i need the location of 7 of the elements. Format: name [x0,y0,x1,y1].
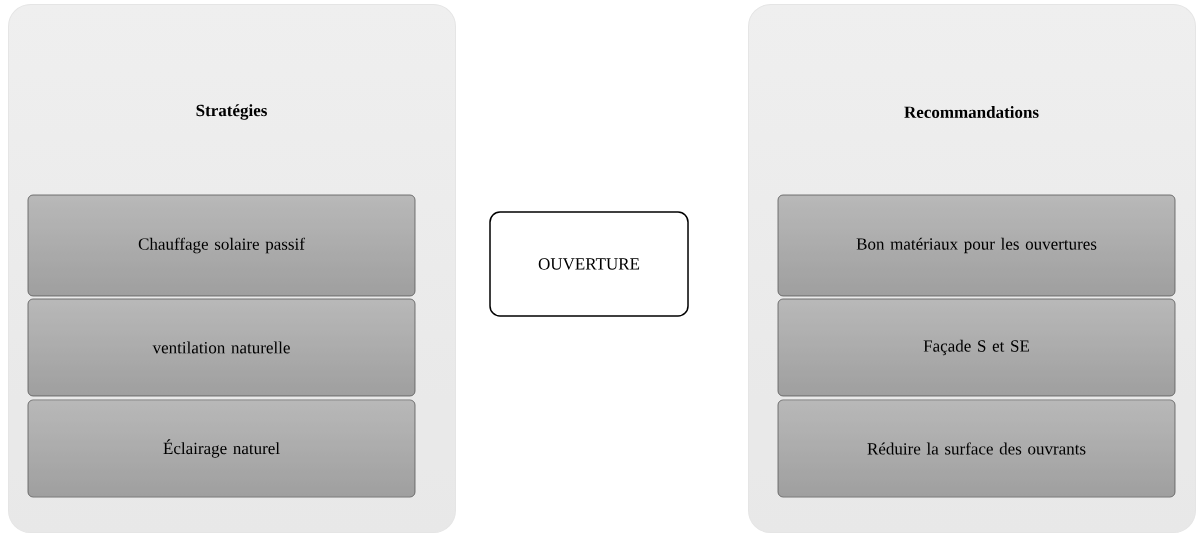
strategy-box: Réduire la surface des ouvrants [777,399,1176,498]
strategy-box: Façade S et SE [777,298,1176,397]
strategy-box: ventilation naturelle [27,298,416,397]
center-box: OUVERTURE [489,211,689,317]
strategy-box: Éclairage naturel [27,399,416,498]
strategy-box: Chauffage solaire passif [27,194,416,297]
strategy-box: Bon matériaux pour les ouvertures [777,194,1176,297]
